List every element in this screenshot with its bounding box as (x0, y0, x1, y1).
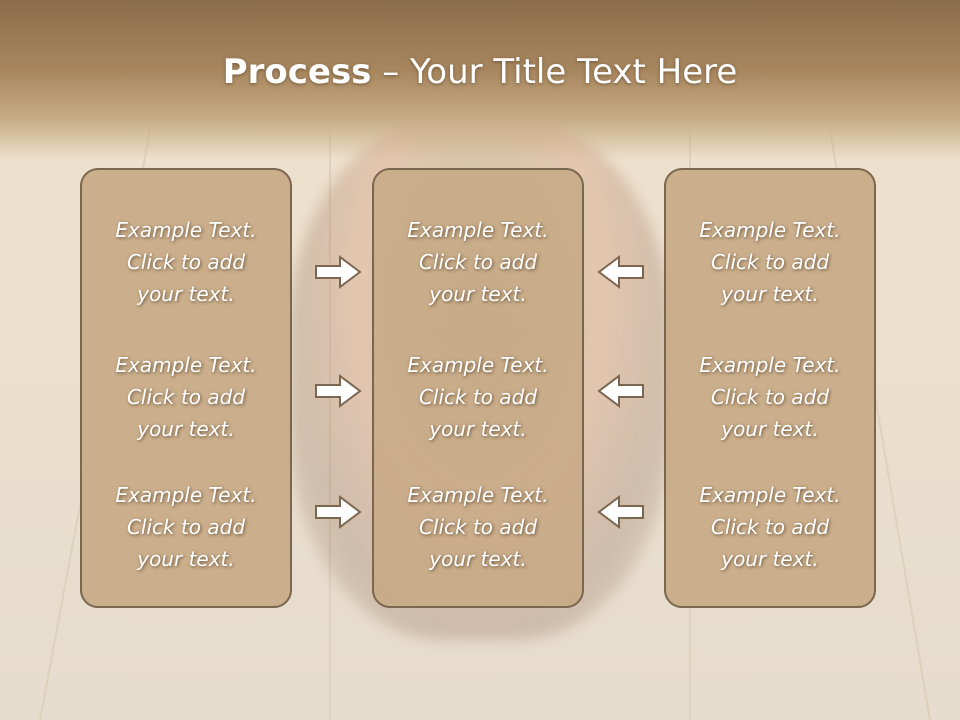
slide-title[interactable]: Process – Your Title Text Here (0, 52, 960, 92)
text-line: Example Text. (407, 353, 549, 377)
left-arrow-icon[interactable] (597, 495, 645, 529)
text-line: Click to add (710, 385, 830, 409)
text-block[interactable]: Example Text. Click to add your text. (666, 479, 874, 575)
left-arrow-icon[interactable] (597, 255, 645, 289)
process-panel-center[interactable]: Example Text. Click to add your text. Ex… (372, 168, 584, 608)
right-arrow-icon[interactable] (314, 255, 362, 289)
process-panel-right[interactable]: Example Text. Click to add your text. Ex… (664, 168, 876, 608)
text-block[interactable]: Example Text. Click to add your text. (374, 479, 582, 575)
text-line: Example Text. (699, 483, 841, 507)
right-arrow-icon[interactable] (314, 495, 362, 529)
text-line: Click to add (418, 385, 538, 409)
text-block[interactable]: Example Text. Click to add your text. (374, 214, 582, 310)
text-line: Click to add (418, 515, 538, 539)
text-line: your text. (721, 417, 819, 441)
text-line: Example Text. (407, 483, 549, 507)
text-line: Example Text. (699, 218, 841, 242)
text-line: your text. (137, 282, 235, 306)
text-line: your text. (721, 282, 819, 306)
title-bold: Process (222, 52, 372, 92)
text-line: your text. (721, 547, 819, 571)
title-rest: – Your Title Text Here (371, 52, 738, 92)
text-line: your text. (429, 417, 527, 441)
text-block[interactable]: Example Text. Click to add your text. (374, 349, 582, 445)
text-line: Click to add (710, 515, 830, 539)
left-arrow-icon[interactable] (597, 374, 645, 408)
text-line: your text. (429, 282, 527, 306)
text-line: Example Text. (115, 218, 257, 242)
title-banner (0, 0, 960, 160)
text-block[interactable]: Example Text. Click to add your text. (666, 349, 874, 445)
text-line: your text. (429, 547, 527, 571)
text-block[interactable]: Example Text. Click to add your text. (82, 214, 290, 310)
text-line: Example Text. (699, 353, 841, 377)
text-line: Click to add (418, 250, 538, 274)
process-panel-left[interactable]: Example Text. Click to add your text. Ex… (80, 168, 292, 608)
text-line: your text. (137, 417, 235, 441)
text-block[interactable]: Example Text. Click to add your text. (82, 349, 290, 445)
text-line: Example Text. (115, 483, 257, 507)
text-line: Example Text. (407, 218, 549, 242)
text-block[interactable]: Example Text. Click to add your text. (666, 214, 874, 310)
text-line: Click to add (710, 250, 830, 274)
text-block[interactable]: Example Text. Click to add your text. (82, 479, 290, 575)
text-line: Example Text. (115, 353, 257, 377)
text-line: Click to add (126, 515, 246, 539)
text-line: Click to add (126, 385, 246, 409)
text-line: Click to add (126, 250, 246, 274)
right-arrow-icon[interactable] (314, 374, 362, 408)
text-line: your text. (137, 547, 235, 571)
